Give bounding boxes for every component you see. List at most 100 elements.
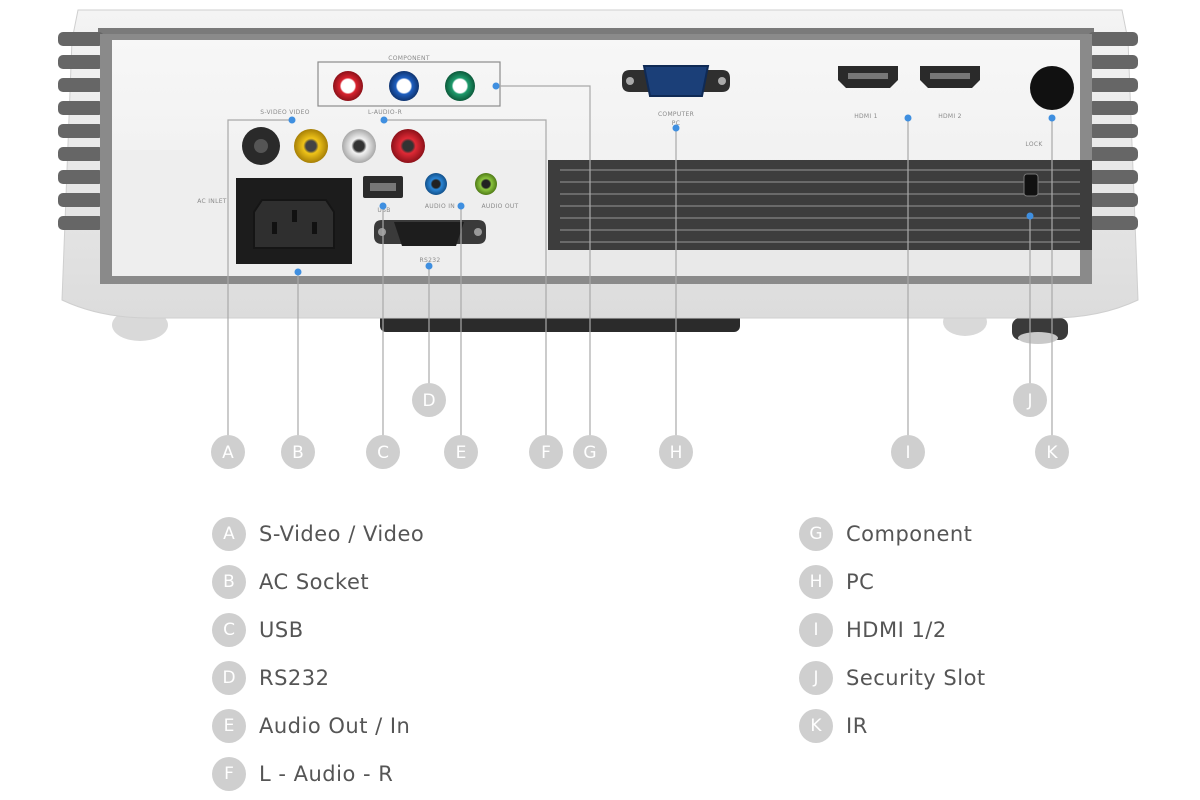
legend-badge-e: E	[212, 709, 246, 743]
leader-lines	[227, 85, 1053, 440]
legend-item-d: D RS232	[212, 661, 330, 695]
legend-item-a: A S-Video / Video	[212, 517, 424, 551]
component-green-jack	[445, 71, 475, 101]
dot-j	[1026, 212, 1034, 220]
projector-body	[58, 9, 1139, 344]
legend-label-h: PC	[846, 570, 875, 594]
ports: COMPONENT S-VIDEO VIDEO L-AUDIO-R AC INL…	[197, 55, 1074, 264]
top-bezel	[98, 28, 1094, 36]
legend-badge-h: H	[799, 565, 833, 599]
component-frame	[317, 61, 501, 107]
legend-label-c: USB	[259, 618, 304, 642]
svg-text:I: I	[905, 443, 910, 463]
dot-h	[672, 124, 680, 132]
indicator-dots	[288, 82, 1056, 276]
leader-g	[496, 85, 591, 440]
adjustable-foot-pad	[1018, 332, 1058, 344]
ac-pin-right	[312, 222, 317, 234]
l-audio-r-panel-label: L-AUDIO-R	[368, 109, 402, 116]
component-red-jack	[333, 71, 363, 101]
legend-badge-i: I	[799, 613, 833, 647]
ac-inlet-panel-label: AC INLET	[197, 198, 227, 205]
dot-k	[1048, 114, 1056, 122]
s-video-port-pins	[254, 139, 268, 153]
ac-pin-left	[272, 222, 277, 234]
svg-text:F: F	[541, 443, 551, 463]
legend-badge-j: J	[799, 661, 833, 695]
badge-d: D	[412, 383, 446, 417]
legend-label-j: Security Slot	[846, 666, 986, 690]
badge-h: H	[659, 435, 693, 469]
legend-item-f: F L - Audio - R	[212, 757, 393, 791]
ir-receiver	[1030, 66, 1074, 110]
hdmi2-port-inner	[930, 73, 970, 79]
component-blue-jack	[389, 71, 419, 101]
legend-badge-g: G	[799, 517, 833, 551]
security-slot	[1023, 173, 1039, 197]
svg-text:D: D	[422, 391, 435, 411]
ac-socket-inner	[253, 199, 335, 249]
dot-g	[492, 82, 500, 90]
right-vent	[1088, 32, 1138, 230]
legend-label-e: Audio Out / In	[259, 714, 411, 738]
usb-port-inner	[370, 183, 396, 191]
hdmi2-panel-label: HDMI 2	[938, 113, 962, 120]
dot-b	[294, 268, 302, 276]
legend-item-h: H PC	[799, 565, 874, 599]
badge-k: K	[1035, 435, 1069, 469]
legend-item-k: K IR	[799, 709, 868, 743]
vga-port-shell	[642, 65, 710, 97]
legend-badge-c: C	[212, 613, 246, 647]
vga-screw-right	[718, 77, 726, 85]
svg-text:H: H	[670, 443, 683, 463]
legend-badge-a: A	[212, 517, 246, 551]
audio-out-panel-label: AUDIO OUT	[482, 203, 519, 210]
audio-left-white-jack	[342, 129, 376, 163]
audio-out-jack	[475, 173, 497, 195]
svg-text:K: K	[1046, 443, 1058, 463]
dot-f	[380, 116, 388, 124]
hdmi1-panel-label: HDMI 1	[854, 113, 878, 120]
legend-badge-d: D	[212, 661, 246, 695]
lock-panel-label: LOCK	[1025, 141, 1043, 148]
legend-item-j: J Security Slot	[799, 661, 986, 695]
legend-badge-b: B	[212, 565, 246, 599]
rs232-panel-label: RS232	[420, 257, 441, 264]
legend-label-f: L - Audio - R	[259, 762, 394, 786]
legend-badge-k: K	[799, 709, 833, 743]
legend-item-i: I HDMI 1/2	[799, 613, 947, 647]
vent-grille-slats	[560, 169, 1080, 243]
rs232-port-shell	[394, 222, 464, 246]
badge-i: I	[891, 435, 925, 469]
audio-in-panel-label: AUDIO IN	[425, 203, 455, 210]
left-vent	[58, 32, 104, 230]
component-panel-label: COMPONENT	[388, 55, 430, 62]
svg-text:G: G	[583, 443, 596, 463]
legend-label-g: Component	[846, 522, 973, 546]
pc-panel-label: PC	[672, 120, 680, 127]
legend-label-i: HDMI 1/2	[846, 618, 947, 642]
badge-b: B	[281, 435, 315, 469]
leader-a	[227, 119, 292, 440]
computer-panel-label: COMPUTER	[658, 111, 694, 118]
badge-f: F	[529, 435, 563, 469]
dot-c	[379, 202, 387, 210]
badge-j: J	[1013, 383, 1047, 417]
badge-g: G	[573, 435, 607, 469]
vga-screw-left	[626, 77, 634, 85]
legend-item-c: C USB	[212, 613, 304, 647]
svg-text:B: B	[292, 443, 304, 463]
legend-label-a: S-Video / Video	[259, 522, 425, 546]
dot-a	[288, 116, 296, 124]
legend-item-e: E Audio Out / In	[212, 709, 410, 743]
usb-panel-label: USB	[377, 207, 390, 214]
svg-text:E: E	[456, 443, 467, 463]
badge-a: A	[211, 435, 245, 469]
audio-in-jack	[425, 173, 447, 195]
video-yellow-jack	[294, 129, 328, 163]
rs232-screw-left	[378, 228, 386, 236]
leader-f	[384, 119, 547, 440]
legend-item-b: B AC Socket	[212, 565, 369, 599]
svg-text:J: J	[1026, 391, 1032, 411]
